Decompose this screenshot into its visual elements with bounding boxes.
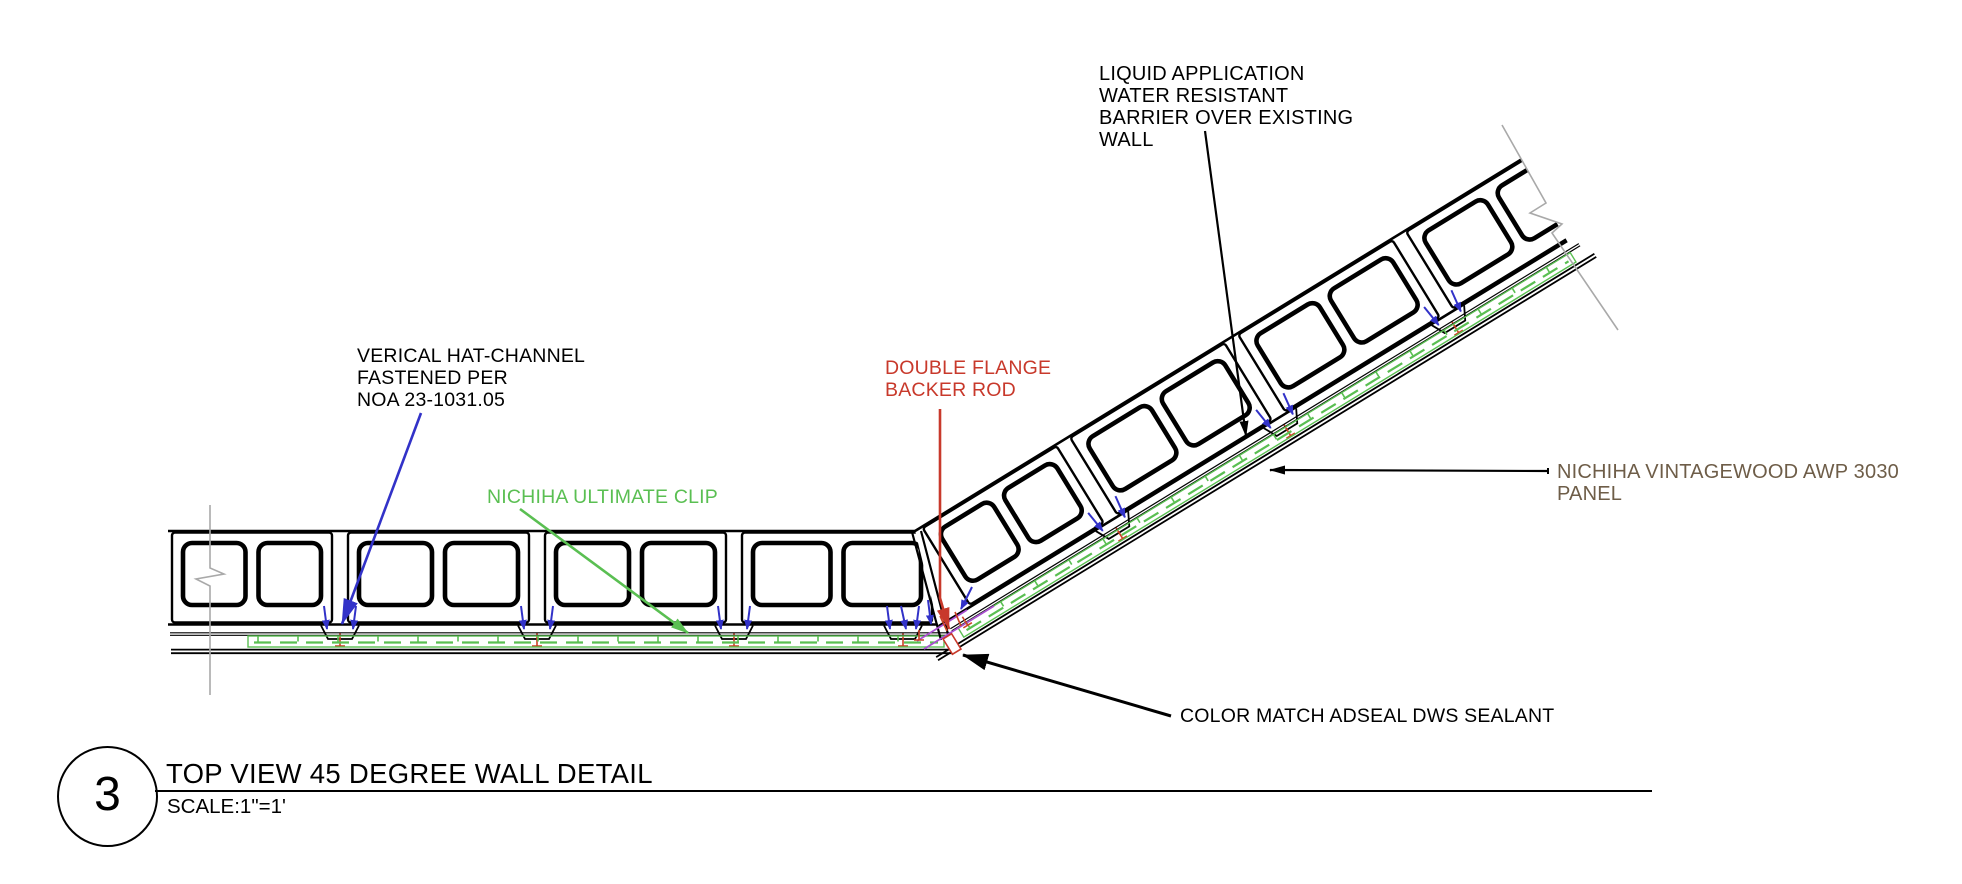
cmu-block (740, 531, 934, 624)
block-cell (1422, 197, 1515, 287)
fastener-arrow (925, 599, 934, 625)
fastener-arrow (715, 605, 724, 630)
fastener-arrow (900, 605, 908, 630)
fastener-arrow (321, 605, 330, 630)
clip-tick (1409, 350, 1414, 356)
cmu-block (1070, 343, 1272, 515)
fastener-arrow (1114, 495, 1126, 519)
fastener-arrow (1423, 306, 1440, 326)
clip-tick (1341, 392, 1346, 398)
angled-wall (912, 151, 1597, 661)
title-underline (155, 790, 1652, 792)
fastener-arrow (884, 605, 893, 630)
clip-tick (1068, 559, 1073, 565)
clip-tick (1170, 496, 1175, 503)
block-cell (1159, 358, 1252, 448)
awp-panel-lines (935, 253, 1597, 661)
fastener-arrow (1087, 512, 1104, 532)
wall-outer-face (912, 151, 1551, 534)
clip-tick (1102, 538, 1107, 545)
fastener-arrow (960, 586, 973, 610)
fastener-arrow (1282, 392, 1294, 416)
clip-tick (1238, 454, 1243, 461)
block-cell (553, 540, 632, 608)
cmu-block (1238, 240, 1440, 412)
clip-dashed-line (965, 260, 1570, 632)
fastener-mark (961, 616, 973, 629)
fastener-mark (914, 630, 924, 641)
sealant-leader (962, 653, 1172, 718)
block-cell (442, 540, 521, 608)
clip-tick (1375, 371, 1380, 377)
block-cell (1086, 403, 1179, 493)
block-cell (1495, 152, 1588, 242)
fastener-arrow (913, 605, 922, 630)
detail-scale: SCALE:1"=1' (167, 795, 286, 818)
sealant-annotation: COLOR MATCH ADSEAL DWS SEALANT (1180, 705, 1555, 727)
fastener-arrow (518, 605, 527, 630)
awp-panel-lines (171, 648, 953, 655)
fastener-arrow (547, 605, 556, 630)
ultimate-clip-annotation: NICHIHA ULTIMATE CLIP (487, 486, 719, 508)
hat-channel-leader (340, 412, 423, 625)
block-cell (1254, 300, 1347, 390)
clip-tick (1272, 434, 1278, 440)
clip-tick (1034, 580, 1039, 586)
cmu-block (346, 531, 531, 624)
backer-rod (941, 632, 963, 656)
block-cell (841, 540, 924, 608)
hat-channel-annotation: VERICAL HAT-CHANNEL FASTENED PER NOA 23-… (357, 345, 586, 411)
horizontal-wall (168, 529, 953, 655)
block-cell (750, 540, 833, 608)
panel-leader (1269, 465, 1549, 475)
wrb-annotation: LIQUID APPLICATION WATER RESISTANT BARRI… (1099, 63, 1354, 151)
backer-rod-annotation: DOUBLE FLANGE BACKER ROD (885, 357, 1052, 401)
block-cell (1001, 461, 1085, 545)
cmu-block (922, 445, 1104, 605)
wrb-layer-lines (170, 632, 950, 636)
block-cell (938, 500, 1021, 584)
panel-annotation: NICHIHA VINTAGEWOOD AWP 3030 PANEL (1557, 461, 1899, 505)
clip-tick (999, 601, 1005, 607)
cmu-block (1406, 151, 1590, 309)
fastener-arrow (744, 605, 753, 630)
block-cell (180, 540, 248, 608)
clip-tick (1204, 475, 1209, 482)
clip-tick (1306, 413, 1312, 419)
break-line-right (1501, 124, 1619, 331)
wrb-leader (1203, 130, 1249, 437)
block-cell (1327, 255, 1420, 345)
clip-tick (1136, 517, 1141, 524)
clip-tick (1443, 329, 1448, 336)
clip-tick (1477, 308, 1482, 315)
cmu-block (543, 531, 728, 624)
fastener-arrow (1450, 289, 1462, 313)
block-cell (256, 540, 324, 608)
detail-number: 3 (94, 768, 121, 821)
detail-number-bubble: 3 (57, 746, 158, 847)
wrb-layer-lines (950, 243, 1581, 632)
ultimate-clip-rail (957, 251, 1577, 639)
clip-tick (1545, 266, 1550, 273)
clip-tick (1511, 287, 1516, 294)
backer-rod-leader (936, 409, 951, 630)
detail-title: TOP VIEW 45 DEGREE WALL DETAIL (166, 758, 653, 789)
ultimate-clip-leader (519, 507, 689, 635)
block-cell (356, 540, 435, 608)
block-cell (639, 540, 718, 608)
break-line-left (193, 505, 227, 695)
fastener-arrow (1255, 409, 1272, 429)
cmu-block (170, 531, 334, 624)
